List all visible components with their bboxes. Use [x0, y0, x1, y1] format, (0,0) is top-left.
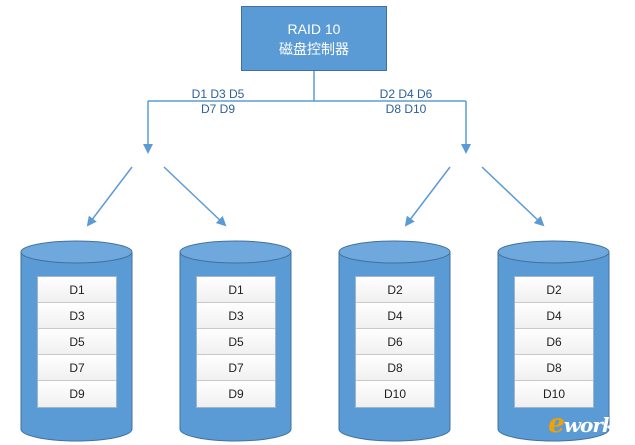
data-block: D6	[356, 329, 434, 355]
data-block: D5	[197, 329, 275, 355]
data-block: D4	[356, 303, 434, 329]
controller-subtitle: 磁盘控制器	[279, 40, 349, 57]
arrow-to-disk-4	[481, 166, 545, 227]
data-block: D2	[515, 277, 593, 303]
data-block: D1	[197, 277, 275, 303]
disk-1: D1 D3 D5 D7 D9	[20, 240, 133, 443]
arrow-to-disk-2	[163, 166, 227, 227]
data-block: D2	[356, 277, 434, 303]
data-block: D8	[356, 355, 434, 381]
disk-controller-box: RAID 10 磁盘控制器	[241, 6, 387, 71]
data-block: D9	[197, 381, 275, 407]
left-branch-label: D1 D3 D5 D7 D9	[191, 87, 245, 116]
disk-4: D2 D4 D6 D8 D10	[497, 240, 610, 443]
data-block: D10	[356, 381, 434, 407]
disk-2-blocks: D1 D3 D5 D7 D9	[196, 276, 276, 408]
controller-title: RAID 10	[287, 20, 341, 37]
data-block: D1	[38, 277, 116, 303]
disk-1-blocks: D1 D3 D5 D7 D9	[37, 276, 117, 408]
data-block: D3	[38, 303, 116, 329]
right-branch-label: D2 D4 D6 D8 D10	[379, 87, 433, 116]
disk-3: D2 D4 D6 D8 D10	[338, 240, 451, 443]
data-block: D6	[515, 329, 593, 355]
data-block: D7	[197, 355, 275, 381]
disk-4-blocks: D2 D4 D6 D8 D10	[514, 276, 594, 408]
disk-2: D1 D3 D5 D7 D9	[179, 240, 292, 443]
data-block: D8	[515, 355, 593, 381]
disk-3-blocks: D2 D4 D6 D8 D10	[355, 276, 435, 408]
data-block: D4	[515, 303, 593, 329]
eworks-watermark-logo: eworks	[548, 409, 626, 439]
data-block: D9	[38, 381, 116, 407]
data-block: D7	[38, 355, 116, 381]
data-block: D3	[197, 303, 275, 329]
data-block: D5	[38, 329, 116, 355]
arrow-to-disk-1	[86, 166, 133, 227]
arrow-to-disk-3	[404, 166, 451, 227]
data-block: D10	[515, 381, 593, 407]
